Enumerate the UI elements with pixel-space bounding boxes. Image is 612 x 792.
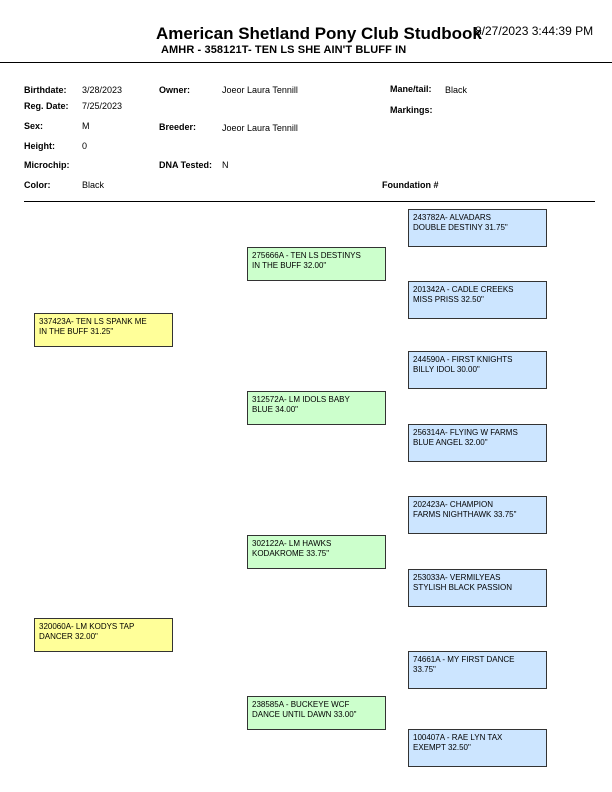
ggp-box: 243782A- ALVADARS DOUBLE DESTINY 31.75" [408, 209, 547, 247]
ggp-box: 100407A - RAE LYN TAX EXEMPT 32.50" [408, 729, 547, 767]
ggp-line2: STYLISH BLACK PASSION [413, 583, 512, 592]
ggp-line1: 244590A - FIRST KNIGHTS [413, 355, 513, 364]
sire-line1: 337423A- TEN LS SPANK ME [39, 317, 147, 326]
ggp-line1: 243782A- ALVADARS [413, 213, 491, 222]
height-value: 0 [82, 141, 88, 151]
birthdate-label: Birthdate: [24, 85, 67, 95]
owner-value: Joeor Laura Tennill [222, 85, 298, 95]
details-divider [24, 201, 595, 202]
sire-sire-box: 275666A - TEN LS DESTINYS IN THE BUFF 32… [247, 247, 386, 281]
dam-line1: 320060A- LM KODYS TAP [39, 622, 135, 631]
breeder-label: Breeder: [159, 122, 197, 132]
sire-dam-line2: BLUE 34.00" [252, 405, 298, 414]
ggp-box: 201342A - CADLE CREEKS MISS PRISS 32.50" [408, 281, 547, 319]
print-datetime: 8/27/2023 3:44:39 PM [475, 24, 594, 38]
sire-dam-box: 312572A- LM IDOLS BABY BLUE 34.00" [247, 391, 386, 425]
dam-sire-line1: 302122A- LM HAWKS [252, 539, 332, 548]
ggp-box: 202423A- CHAMPION FARMS NIGHTHAWK 33.75" [408, 496, 547, 534]
ggp-line1: 201342A - CADLE CREEKS [413, 285, 514, 294]
sex-label: Sex: [24, 121, 44, 131]
sire-sire-line2: IN THE BUFF 32.00" [252, 261, 327, 270]
ggp-box: 74661A - MY FIRST DANCE 33.75" [408, 651, 547, 689]
color-label: Color: [24, 180, 51, 190]
ggp-line2: 33.75" [413, 665, 436, 674]
ggp-line1: 74661A - MY FIRST DANCE [413, 655, 515, 664]
sex-value: M [82, 121, 90, 131]
ggp-line1: 202423A- CHAMPION [413, 500, 494, 509]
foundation-label: Foundation # [382, 180, 439, 190]
dna-value: N [222, 160, 229, 170]
ggp-line2: BILLY IDOL 30.00" [413, 365, 480, 374]
sire-sire-line1: 275666A - TEN LS DESTINYS [252, 251, 361, 260]
ggp-line2: FARMS NIGHTHAWK 33.75" [413, 510, 517, 519]
ggp-line2: BLUE ANGEL 32.00" [413, 438, 488, 447]
sire-dam-line1: 312572A- LM IDOLS BABY [252, 395, 350, 404]
color-value: Black [82, 180, 105, 190]
dam-line2: DANCER 32.00" [39, 632, 98, 641]
horse-registration-title: AMHR - 358121T- TEN LS SHE AIN'T BLUFF I… [161, 44, 407, 56]
microchip-label: Microchip: [24, 160, 70, 170]
mane-value: Black [445, 85, 468, 95]
sire-box: 337423A- TEN LS SPANK ME IN THE BUFF 31.… [34, 313, 173, 347]
ggp-line2: DOUBLE DESTINY 31.75" [413, 223, 508, 232]
dam-dam-line1: 238585A - BUCKEYE WCF [252, 700, 350, 709]
document-title: American Shetland Pony Club Studbook [156, 24, 482, 43]
header-divider [0, 62, 612, 63]
regdate-value: 7/25/2023 [82, 101, 123, 111]
height-label: Height: [24, 141, 55, 151]
ggp-line1: 253033A- VERMILYEAS [413, 573, 501, 582]
dam-dam-line2: DANCE UNTIL DAWN 33.00" [252, 710, 357, 719]
ggp-box: 256314A- FLYING W FARMS BLUE ANGEL 32.00… [408, 424, 547, 462]
markings-label: Markings: [390, 105, 433, 115]
dam-dam-box: 238585A - BUCKEYE WCF DANCE UNTIL DAWN 3… [247, 696, 386, 730]
ggp-line1: 100407A - RAE LYN TAX [413, 733, 503, 742]
ggp-box: 253033A- VERMILYEAS STYLISH BLACK PASSIO… [408, 569, 547, 607]
dam-box: 320060A- LM KODYS TAP DANCER 32.00" [34, 618, 173, 652]
ggp-box: 244590A - FIRST KNIGHTS BILLY IDOL 30.00… [408, 351, 547, 389]
mane-label: Mane/tail: [390, 84, 432, 94]
breeder-value: Joeor Laura Tennill [222, 123, 298, 133]
birthdate-value: 3/28/2023 [82, 85, 123, 95]
dna-label: DNA Tested: [159, 160, 213, 170]
ggp-line2: MISS PRISS 32.50" [413, 295, 484, 304]
dam-sire-line2: KODAKROME 33.75" [252, 549, 330, 558]
dam-sire-box: 302122A- LM HAWKS KODAKROME 33.75" [247, 535, 386, 569]
sire-line2: IN THE BUFF 31.25" [39, 327, 114, 336]
ggp-line2: EXEMPT 32.50" [413, 743, 471, 752]
ggp-line1: 256314A- FLYING W FARMS [413, 428, 518, 437]
owner-label: Owner: [159, 85, 191, 95]
regdate-label: Reg. Date: [24, 101, 69, 111]
